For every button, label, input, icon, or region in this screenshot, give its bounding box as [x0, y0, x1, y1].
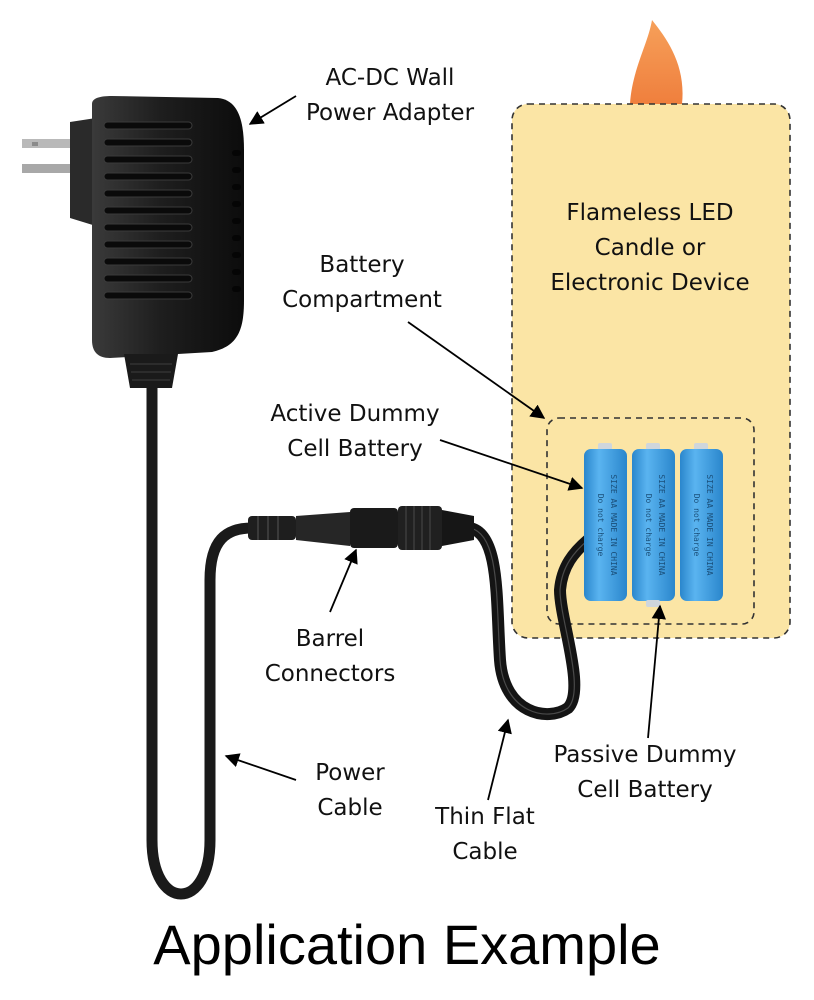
svg-text:Do not charge: Do not charge: [644, 494, 653, 557]
adapter-vent-slot: [103, 138, 193, 147]
arrow-passive-dummy: [647, 604, 666, 739]
svg-text:SIZE AA MADE IN CHINA: SIZE AA MADE IN CHINA: [705, 474, 714, 575]
battery-compartment: [546, 417, 755, 625]
adapter-vent-slot: [103, 291, 193, 300]
battery-passive-dummy: Do not charge SIZE AA MADE IN CHINA: [632, 443, 675, 607]
svg-text:SIZE AA MADE IN CHINA: SIZE AA MADE IN CHINA: [609, 474, 618, 575]
adapter-vent-slot: [103, 223, 193, 232]
arrow-active-dummy: [439, 439, 584, 491]
arrow-compartment: [407, 321, 546, 419]
svg-text:Do not charge: Do not charge: [692, 494, 701, 557]
battery-regular: Do not charge SIZE AA MADE IN CHINA: [680, 443, 723, 601]
footer-title: Application Example: [153, 913, 661, 976]
battery-active-dummy: Do not charge SIZE AA MADE IN CHINA: [584, 443, 627, 601]
flame-icon: [630, 20, 683, 104]
adapter-vent-slot: [103, 172, 193, 181]
adapter-side-vent: [232, 218, 241, 224]
adapter-side-vent: [232, 252, 241, 258]
adapter-vent-slot: [103, 189, 193, 198]
adapter-side-vent: [232, 150, 241, 156]
barrel-connectors: [248, 506, 474, 550]
svg-text:SIZE AA MADE IN CHINA: SIZE AA MADE IN CHINA: [657, 474, 666, 575]
adapter-vent-slot: [103, 274, 193, 283]
power-cable: [146, 374, 258, 900]
adapter-vent-slot: [103, 257, 193, 266]
svg-text:Do not charge: Do not charge: [596, 494, 605, 557]
adapter-side-vent: [232, 167, 241, 173]
arrow-barrel: [329, 548, 358, 613]
adapter-vent-slot: [103, 240, 193, 249]
adapter-vent-slot: [103, 155, 193, 164]
arrow-flat-cable: [487, 718, 512, 801]
adapter-vent-slot: [103, 121, 193, 130]
adapter-side-vent: [232, 269, 241, 275]
arrow-power-cable: [224, 753, 297, 781]
adapter-vent-slot: [103, 206, 193, 215]
adapter-side-vent: [232, 286, 241, 292]
adapter-side-vent: [232, 235, 241, 241]
adapter-side-vent: [232, 201, 241, 207]
adapter-side-vent: [232, 184, 241, 190]
arrow-adapter: [248, 95, 297, 125]
wall-power-adapter: [22, 96, 244, 388]
